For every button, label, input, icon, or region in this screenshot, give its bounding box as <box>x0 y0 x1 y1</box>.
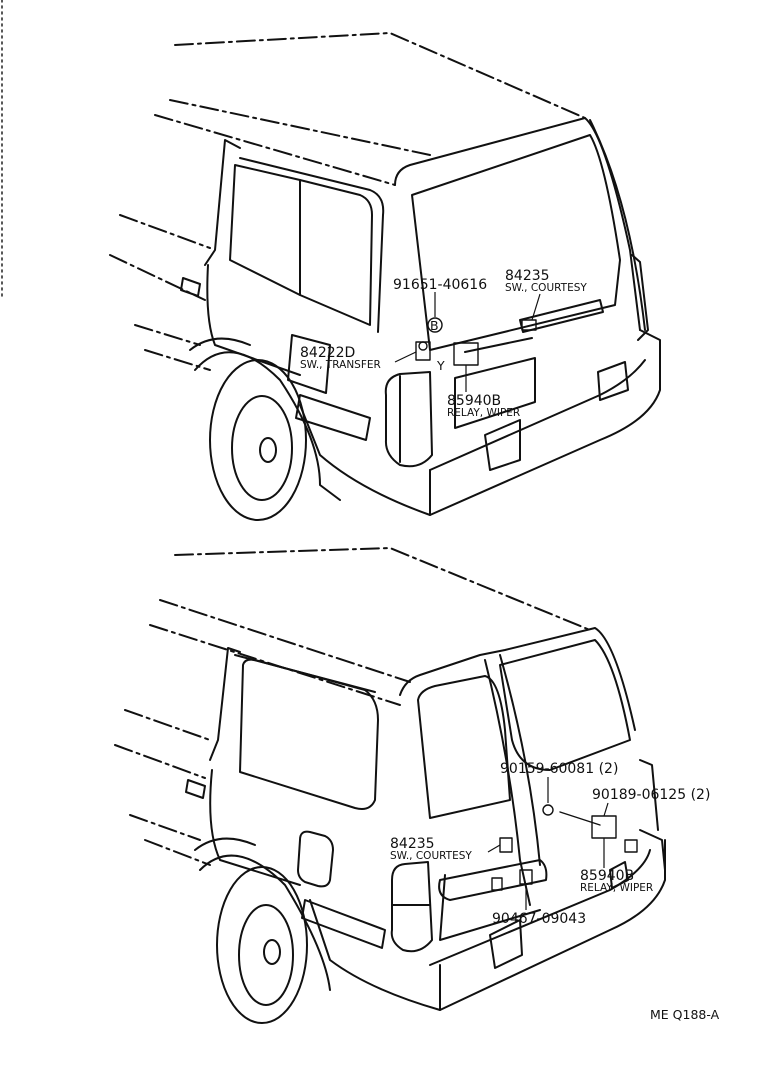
part-name: SW., COURTESY <box>390 850 472 862</box>
part-number: 90189-06125 (2) <box>592 787 710 803</box>
part-number: 84235 <box>505 268 550 284</box>
part-name: SW., TRANSFER <box>300 359 381 371</box>
callout-84235-top: 84235 SW., COURTESY <box>505 268 587 321</box>
callout-84222d: 84222D SW., TRANSFER <box>300 345 417 371</box>
marker-b: B <box>430 318 439 333</box>
part-number: 85940B <box>447 393 501 409</box>
callout-91651: 91651-40616 <box>393 277 487 317</box>
callout-84235-bottom: 84235 SW., COURTESY <box>390 836 501 862</box>
callout-90189: 90189-06125 (2) <box>592 787 710 817</box>
part-number: 90159-60081 (2) <box>500 761 618 777</box>
callout-90467: 90467-09043 <box>492 884 586 927</box>
marker-y: Y <box>436 358 445 373</box>
part-number: 84222D <box>300 345 355 361</box>
callout-85940b-bottom: 85940B RELAY, WIPER <box>580 838 653 894</box>
top-vehicle-drawing <box>109 32 661 521</box>
part-name: RELAY, WIPER <box>447 407 520 419</box>
part-name: SW., COURTESY <box>505 282 587 294</box>
callout-90159: 90159-60081 (2) <box>500 761 618 803</box>
marker-b-label: B <box>430 318 439 333</box>
marker-y-label: Y <box>436 358 445 373</box>
part-number: 90467-09043 <box>492 911 586 927</box>
reference-code: ME Q188-A <box>650 1007 720 1022</box>
part-number: 85940B <box>580 868 634 884</box>
bottom-vehicle-drawing <box>114 547 666 1024</box>
callout-85940b-top: 85940B RELAY, WIPER <box>447 365 520 419</box>
part-number: 84235 <box>390 836 435 852</box>
part-name: RELAY, WIPER <box>580 882 653 894</box>
part-number: 91651-40616 <box>393 277 487 293</box>
